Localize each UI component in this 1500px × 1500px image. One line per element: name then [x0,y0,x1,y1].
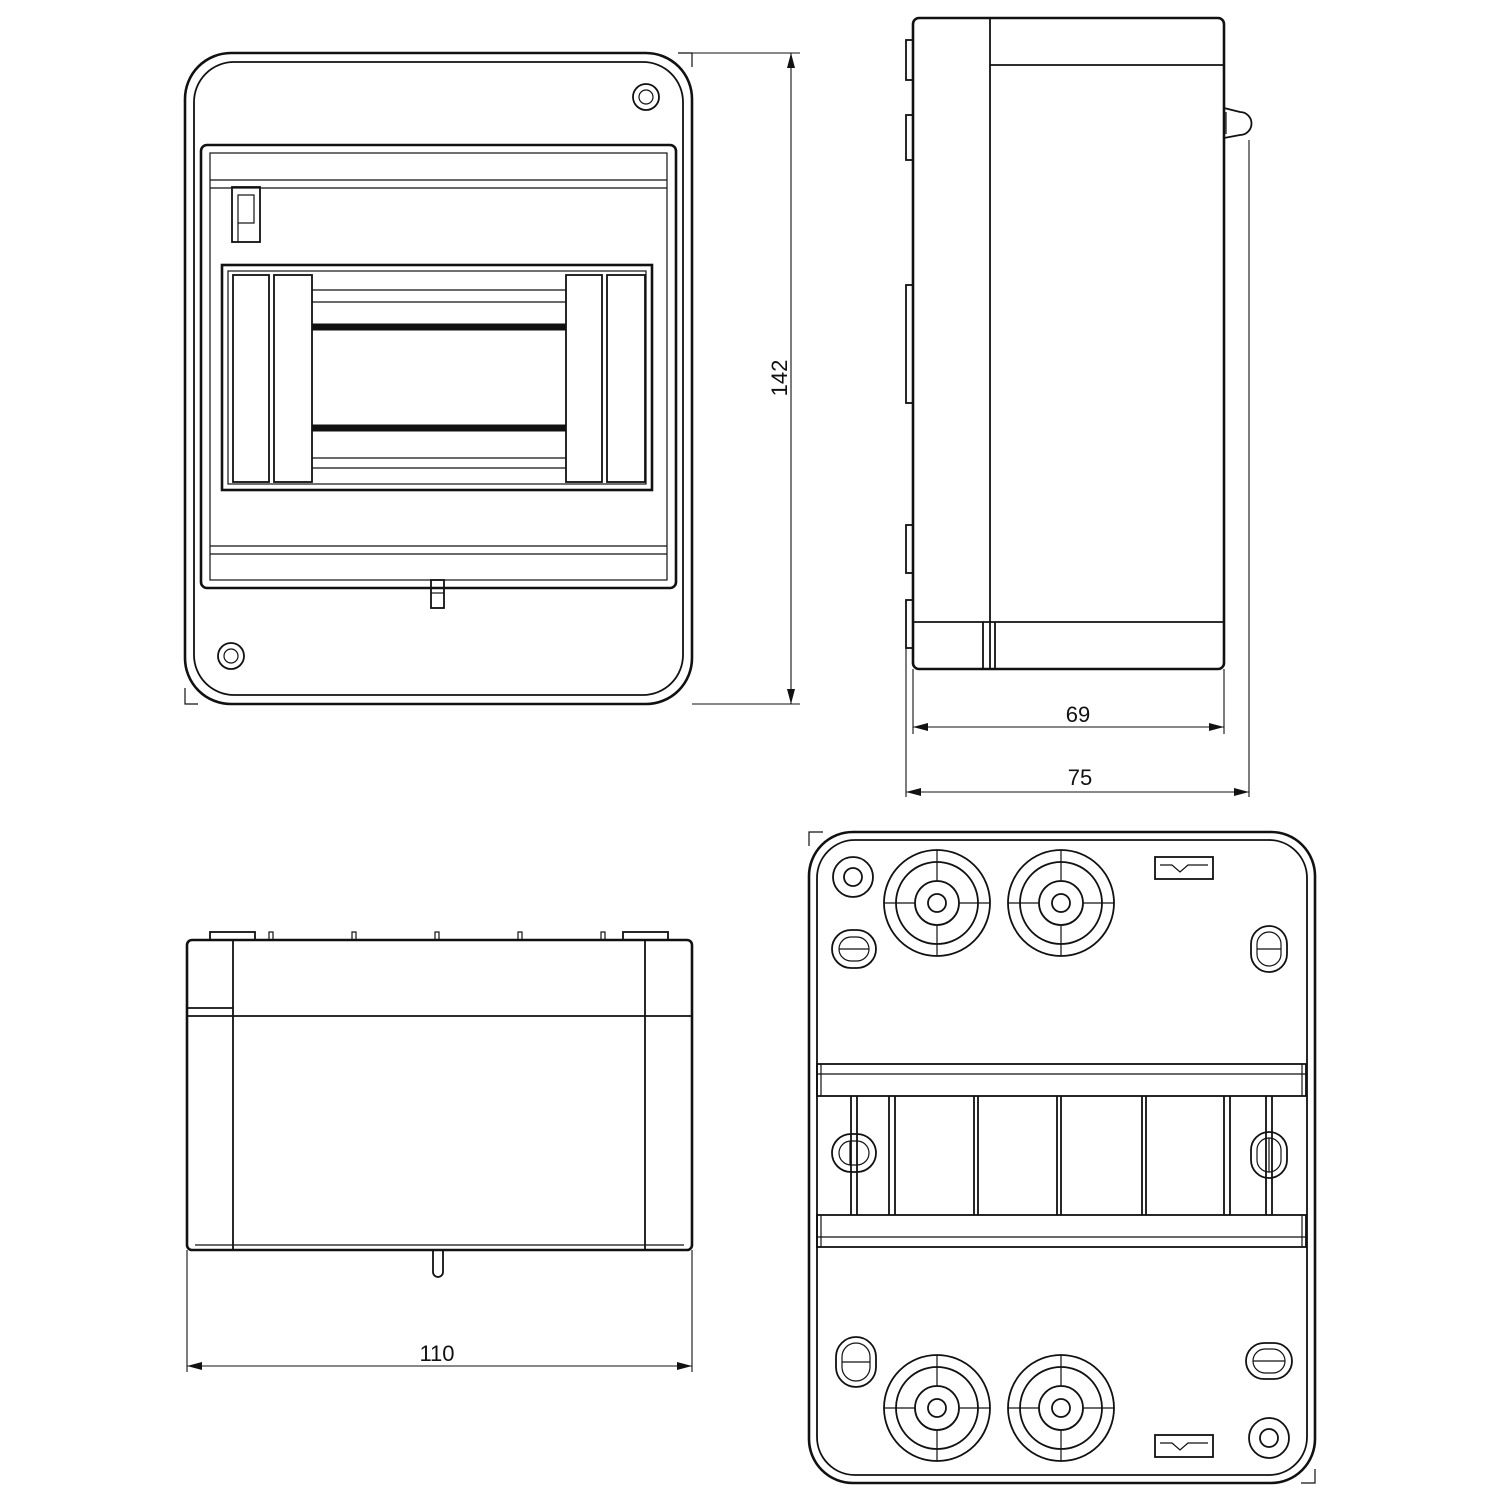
depth-inner-label: 69 [1066,702,1090,727]
width-label: 110 [419,1341,454,1366]
oval-slot-3 [831,1133,877,1173]
depth-dimensions: 69 75 [905,140,1250,797]
knockout-top-left [883,849,991,957]
front-inner-outline [193,61,684,696]
height-dimension: 142 [692,52,800,705]
label-holder [231,186,261,243]
knockout-bottom-right [1007,1354,1115,1462]
knockout-top-right [1007,849,1115,957]
slot-top [1154,856,1214,880]
bottom-body [185,938,694,1252]
screw-bottom-left [217,642,245,670]
slot-bottom [1154,1434,1214,1458]
back-view [807,830,1317,1485]
oval-slot-2 [1250,925,1288,973]
height-label: 142 [767,360,792,397]
rail-uprights [850,1096,1273,1215]
bottom-view [185,931,694,1278]
oval-slot-5 [835,1336,877,1388]
mount-hole-top-left [832,856,874,898]
oval-slot-4 [1250,1131,1288,1179]
din-rail-bottom [311,424,567,432]
mount-hole-bottom-right [1248,1417,1290,1459]
bottom-latch [432,1250,444,1278]
side-view [905,16,1253,671]
front-view [183,51,694,706]
front-door [199,143,678,590]
oval-slot-1 [831,929,877,969]
side-latch [1223,107,1253,139]
back-inner-outline [816,839,1308,1476]
screw-top-right [632,83,660,111]
knockout-bottom-left [883,1354,991,1462]
oval-slot-6 [1245,1342,1293,1380]
back-outer-outline [807,830,1317,1485]
side-body [911,16,1226,671]
width-dimension: 110 [186,1250,693,1372]
din-rail-top [311,323,567,331]
door-latch [430,579,445,609]
breaker-window [220,263,654,492]
front-corner-notch-tr [678,52,693,67]
rail-bottom [816,1214,1307,1248]
front-outer-outline [183,51,694,706]
front-corner-notch-bl [184,688,198,705]
depth-outer-label: 75 [1068,765,1092,790]
rail-top [816,1063,1307,1097]
